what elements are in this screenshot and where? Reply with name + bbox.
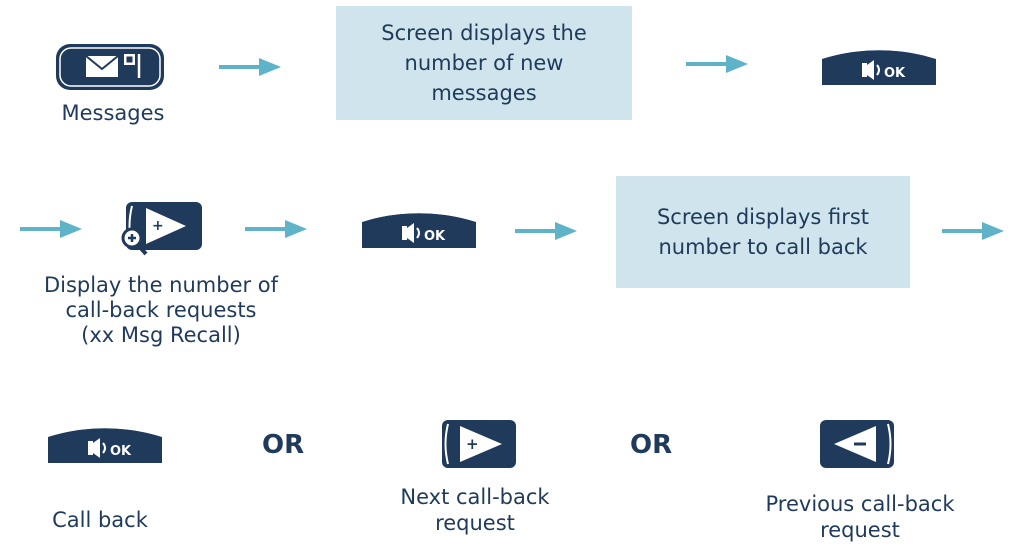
arrow-right-icon bbox=[245, 220, 307, 238]
next-callback-label-line2: request bbox=[435, 511, 515, 535]
display-callback-count-label-line3: (xx Msg Recall) bbox=[81, 323, 241, 347]
display-callback-count-label-line1: Display the number of bbox=[43, 273, 279, 297]
svg-text:OK: OK bbox=[110, 444, 132, 459]
arrow-right-icon bbox=[686, 55, 748, 73]
first-callback-screen-box: Screen displays first number to call bac… bbox=[616, 176, 910, 288]
display-callback-count-label-line2: call-back requests bbox=[65, 298, 257, 322]
arrow-right-icon bbox=[942, 222, 1004, 240]
arrow-right-icon bbox=[219, 58, 281, 76]
svg-text:OK: OK bbox=[884, 66, 906, 81]
ok-speaker-key-icon[interactable]: OK bbox=[820, 45, 938, 87]
next-callback-label-line1: Next call-back bbox=[400, 485, 550, 509]
next-key-icon[interactable]: + bbox=[440, 418, 518, 470]
ok-speaker-key-icon[interactable]: OK bbox=[46, 423, 164, 465]
svg-text:+: + bbox=[466, 435, 479, 453]
ok-speaker-key-icon[interactable]: OK bbox=[360, 208, 478, 250]
or-label: OR bbox=[630, 430, 673, 460]
new-messages-screen-box: Screen displays the number of new messag… bbox=[336, 6, 632, 120]
previous-key-icon[interactable] bbox=[818, 418, 896, 470]
arrow-right-icon bbox=[515, 222, 577, 240]
svg-text:OK: OK bbox=[424, 229, 446, 244]
svg-text:+: + bbox=[152, 218, 164, 234]
previous-callback-label-line2: request bbox=[820, 518, 900, 542]
messages-label: Messages bbox=[61, 101, 165, 125]
next-key-with-magnifier-icon[interactable]: + bbox=[116, 200, 206, 262]
previous-callback-label-line1: Previous call-back bbox=[765, 492, 955, 516]
messages-key-icon[interactable] bbox=[54, 42, 166, 92]
or-label: OR bbox=[262, 430, 305, 460]
arrow-right-icon bbox=[20, 220, 82, 238]
call-back-label: Call back bbox=[52, 508, 148, 532]
